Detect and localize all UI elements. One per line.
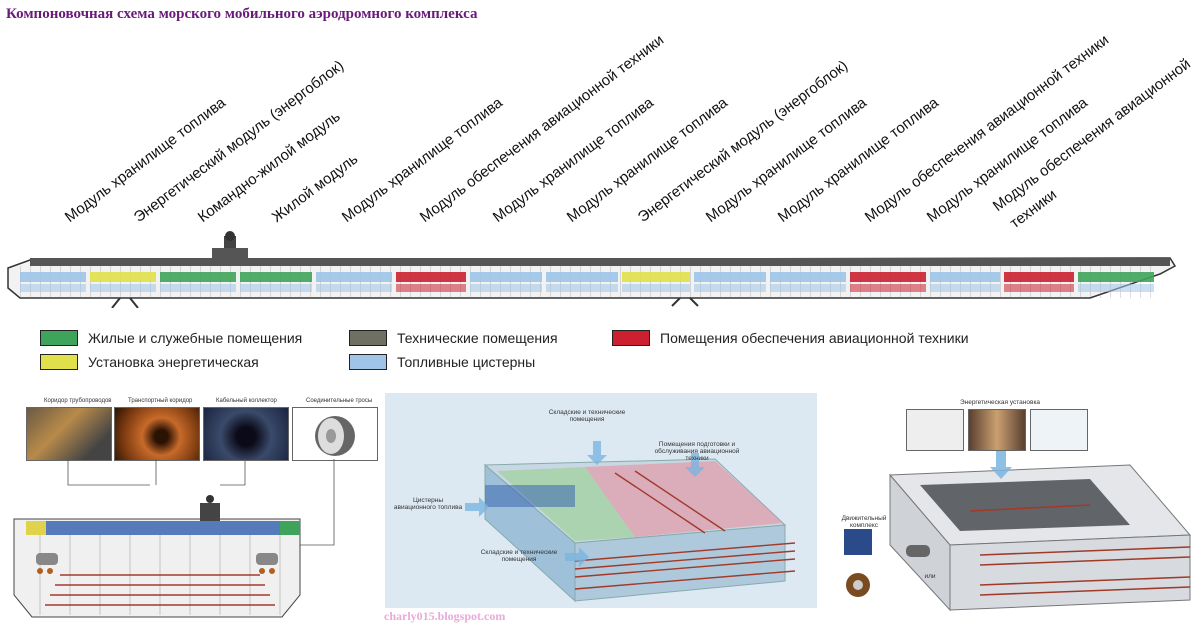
ship-module-band: [90, 272, 156, 282]
pipeline-corridor-photo: [26, 407, 112, 461]
legend-swatch: [349, 330, 387, 346]
legend-item: Топливные цистерны: [349, 354, 535, 370]
connecting-cables-photo: [292, 407, 378, 461]
ship-module-band: [1004, 272, 1074, 282]
ship-tank-band: [694, 284, 766, 292]
turbine-photo: [1030, 409, 1088, 451]
callout-note: Движительный комплекс: [841, 515, 887, 529]
legend-swatch: [40, 354, 78, 370]
ship-module-band: [770, 272, 846, 282]
legend-item: Установка энергетическая: [40, 354, 259, 370]
thumb-caption: Соединительные тросы: [306, 398, 373, 404]
callout-note: Помещения подготовки и обслуживания авиа…: [654, 441, 740, 462]
ship-profile-diagram: [7, 231, 1177, 308]
module-3d-panel: Складские и технические помещения Помеще…: [385, 393, 817, 608]
callout-note: или: [924, 573, 936, 580]
ship-tank-band: [20, 284, 86, 292]
ship-module-band: [850, 272, 926, 282]
power-unit-render: [844, 451, 1192, 612]
module-3d-render: [465, 441, 796, 603]
ship-tank-band: [1004, 284, 1074, 292]
ship-tank-band: [470, 284, 542, 292]
generator-photo: [968, 409, 1026, 451]
thumb-caption: Коридор трубопроводов: [44, 398, 112, 404]
watermark: charly015.blogspot.com: [384, 609, 506, 623]
module-labels: Модуль хранилище топлива Энергетический …: [0, 0, 1200, 250]
legend: Жилые и служебные помещения Технические …: [0, 322, 1200, 382]
ship-module-band: [546, 272, 618, 282]
legend-swatch: [349, 354, 387, 370]
legend-item: Технические помещения: [349, 330, 558, 346]
legend-item: Помещения обеспечения авиационной техник…: [612, 330, 969, 346]
callout-note: Складские и технические помещения: [480, 549, 558, 563]
cable-coil-icon: [315, 416, 355, 456]
transport-corridor-photo: [114, 407, 200, 461]
ship-module-band: [470, 272, 542, 282]
ship-module-band: [930, 272, 1000, 282]
thumb-caption: Транспортный коридор: [128, 398, 193, 404]
ship-tank-band: [316, 284, 392, 292]
ship-cross-section: [13, 459, 335, 618]
legend-label: Технические помещения: [397, 330, 558, 346]
ship-module-band: [622, 272, 690, 282]
ship-module-band: [20, 272, 86, 282]
ship-tank-band: [546, 284, 618, 292]
legend-swatch: [612, 330, 650, 346]
legend-item: Жилые и служебные помещения: [40, 330, 302, 346]
module-label: Модуль хранилище топлива: [338, 94, 506, 226]
callout-note: Цистерны авиационного топлива: [393, 497, 463, 511]
ship-tank-band: [1078, 284, 1154, 292]
cable-collector-photo: [203, 407, 289, 461]
ship-module-band: [396, 272, 466, 282]
legend-swatch: [40, 330, 78, 346]
ship-tank-band: [930, 284, 1000, 292]
legend-label: Установка энергетическая: [88, 354, 259, 370]
thumb-caption: Кабельный коллектор: [216, 398, 277, 404]
legend-label: Жилые и служебные помещения: [88, 330, 303, 346]
callout-note: Складские и технические помещения: [548, 409, 626, 423]
ship-tank-band: [240, 284, 312, 292]
ship-tank-band: [770, 284, 846, 292]
ship-tank-band: [850, 284, 926, 292]
module-label: Модуль обеспечения авиационной: [989, 55, 1194, 215]
ship-module-band: [240, 272, 312, 282]
ship-tank-band: [396, 284, 466, 292]
legend-label: Топливные цистерны: [397, 354, 536, 370]
ship-module-band: [694, 272, 766, 282]
ship-tank-band: [90, 284, 156, 292]
callout-note: Энергетическая установка: [959, 399, 1041, 406]
ship-tank-band: [160, 284, 236, 292]
ship-module-band: [316, 272, 392, 282]
legend-label: Помещения обеспечения авиационной техник…: [660, 330, 969, 346]
cross-section-panel: Коридор трубопроводов Транспортный корид…: [0, 395, 385, 631]
ship-module-band: [1078, 272, 1154, 282]
ship-tank-band: [622, 284, 690, 292]
page-title: Компоновочная схема морского мобильного …: [6, 6, 478, 22]
power-unit-panel: Энергетическая установка Движительный ко…: [830, 395, 1200, 631]
ship-module-band: [160, 272, 236, 282]
engine-photo: [906, 409, 964, 451]
